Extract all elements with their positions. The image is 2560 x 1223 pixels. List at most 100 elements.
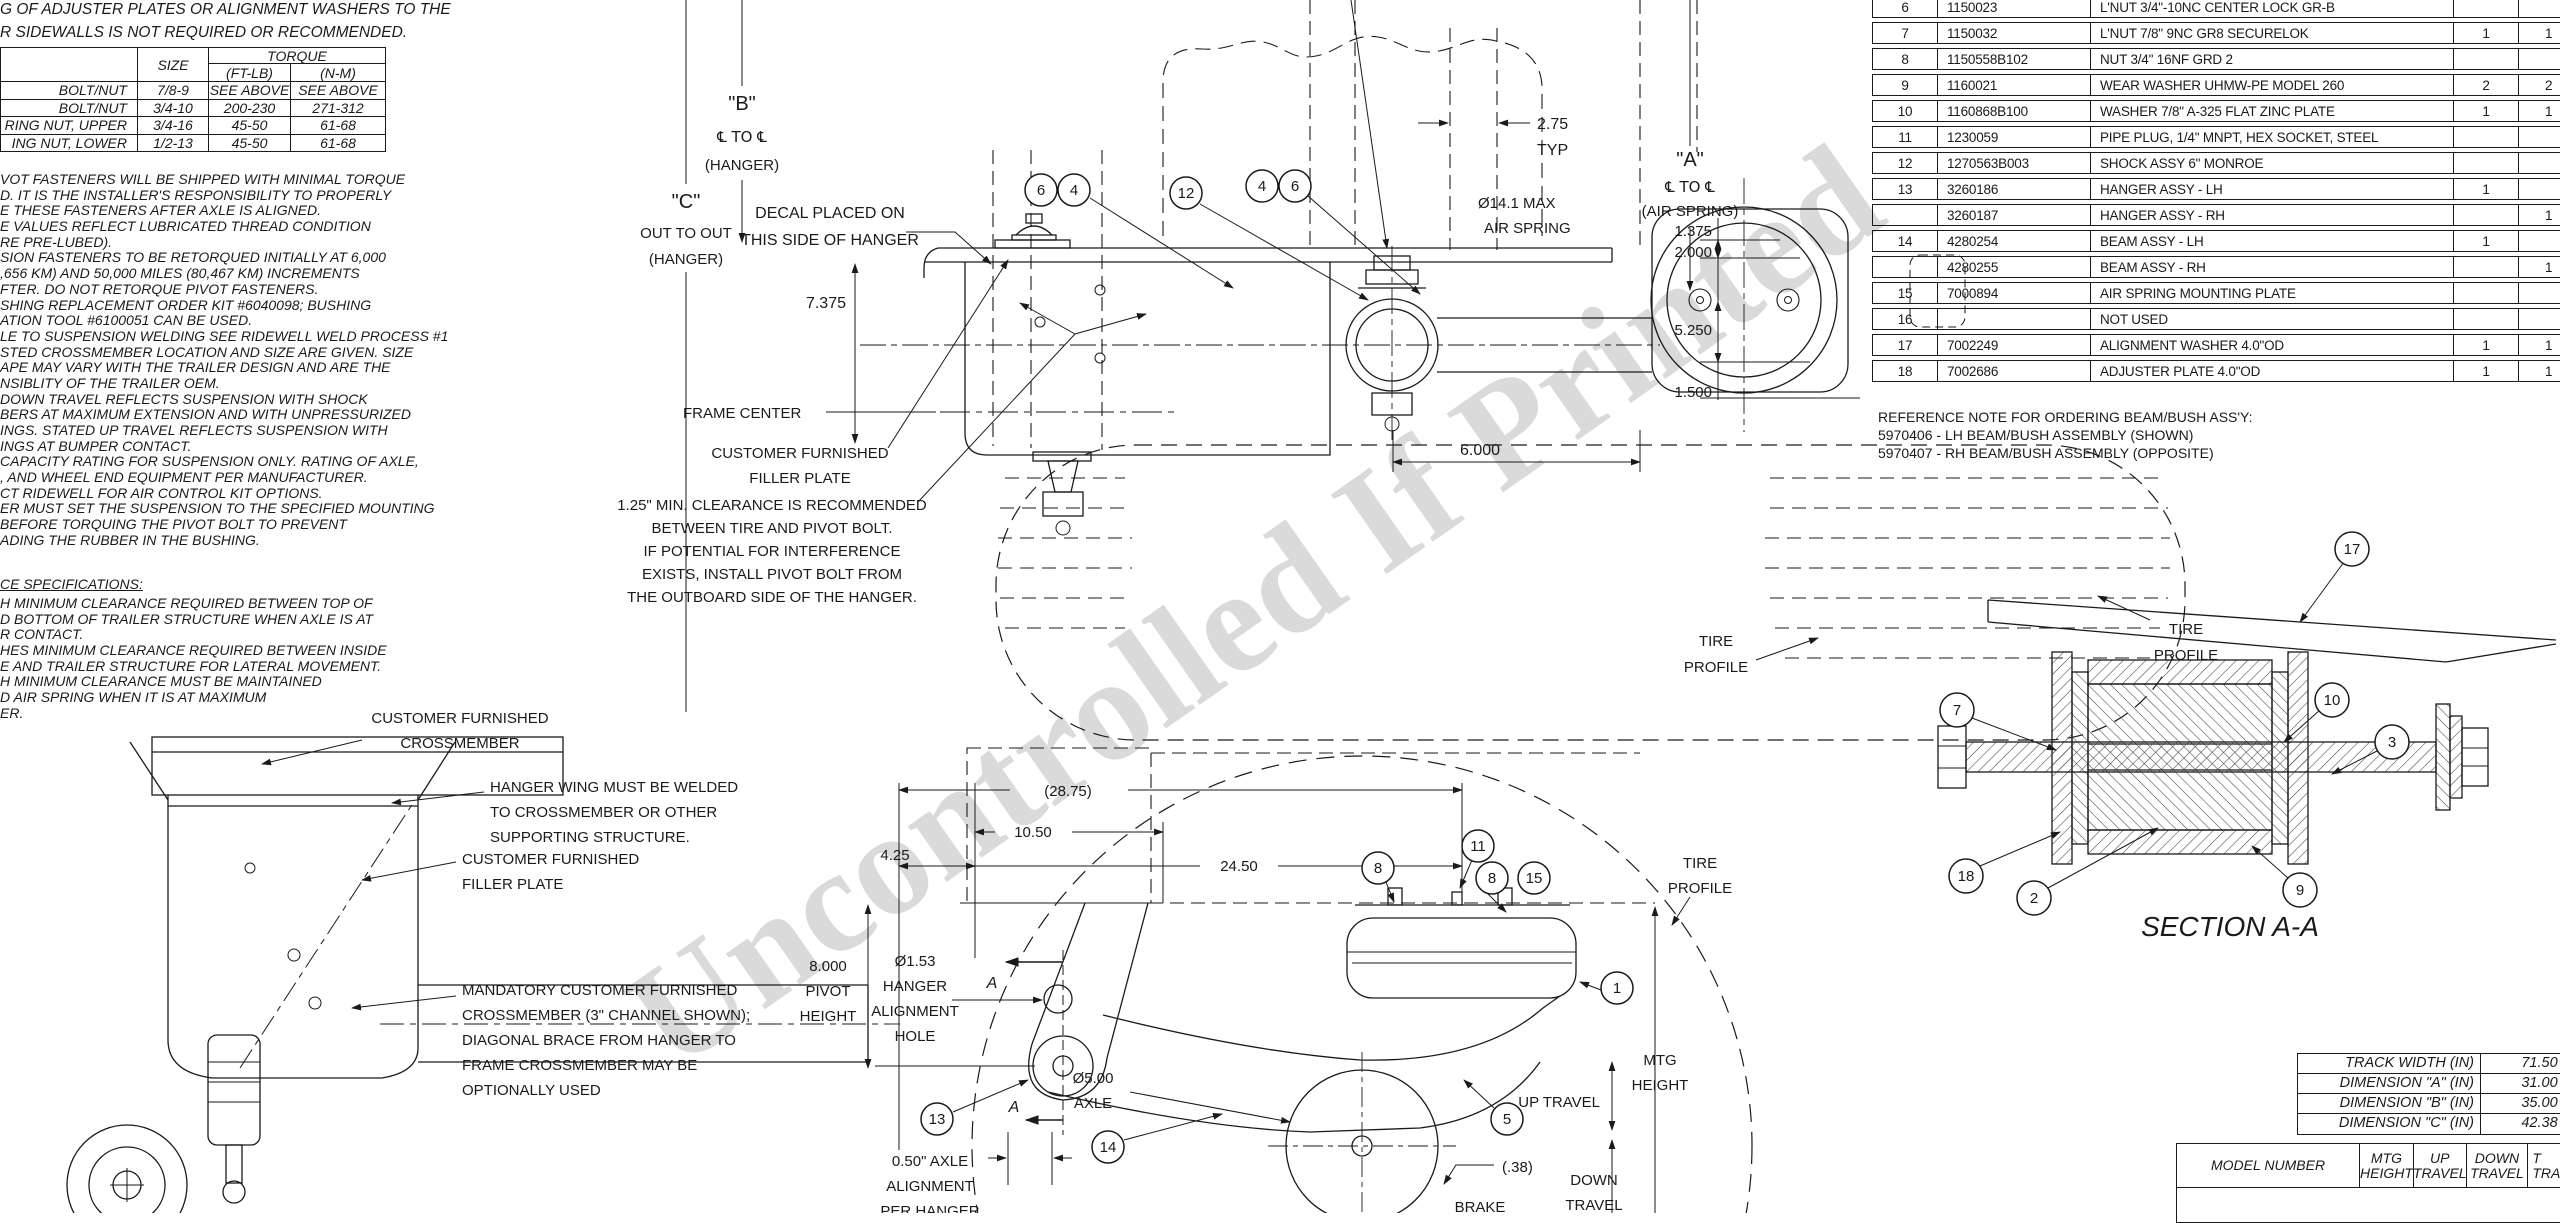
dim-a-cl: ℄ TO ℄	[1664, 178, 1715, 196]
parts-item: 8	[1873, 49, 1938, 69]
parts-qty-lh	[2454, 257, 2519, 277]
hanger-wing-note-l1: HANGER WING MUST BE WELDED	[490, 779, 738, 796]
parts-number: 1150032	[1938, 23, 2091, 43]
mtg-height-l1: MTG	[1643, 1052, 1676, 1069]
torque-item: ING NUT, LOWER	[1, 133, 138, 151]
front-filler-l2: FILLER PLATE	[462, 876, 563, 893]
torque-header-torque: TORQUE	[209, 48, 385, 64]
parts-description: ALIGNMENT WASHER 4.0"OD	[2091, 335, 2454, 355]
svg-text:1: 1	[1613, 980, 1621, 997]
torque-size: 3/4-16	[138, 116, 209, 134]
parts-qty-lh: 1	[2454, 361, 2519, 381]
parts-table-row: 16 NOT USED	[1872, 308, 2560, 330]
parts-item: 7	[1873, 23, 1938, 43]
parts-number: 1230059	[1938, 127, 2091, 147]
filler-plate-l1: CUSTOMER FURNISHED	[711, 445, 888, 462]
dimension-label: DIMENSION "C" (IN)	[2298, 1114, 2481, 1134]
note-line: DOWN TRAVEL REFLECTS SUSPENSION WITH SHO…	[0, 390, 368, 407]
parts-item: 16	[1873, 309, 1938, 329]
header-note-line2: R SIDEWALLS IS NOT REQUIRED OR RECOMMEND…	[0, 24, 408, 41]
balloon-8b: 8	[1475, 861, 1509, 895]
section-aa-balloons: 17 7 10 3 18 2 9	[1939, 531, 2410, 916]
parts-number: 4280254	[1938, 231, 2091, 251]
front-filler-l1: CUSTOMER FURNISHED	[462, 851, 639, 868]
reference-note-l2: 5970406 - LH BEAM/BUSH ASSEMBLY (SHOWN)	[1878, 427, 2194, 443]
hanger-wing-note-l3: SUPPORTING STRUCTURE.	[490, 829, 690, 846]
note-line: STED CROSSMEMBER LOCATION AND SIZE ARE G…	[0, 343, 414, 360]
mandatory-note-l2: CROSSMEMBER (3" CHANNEL SHOWN);	[462, 1007, 750, 1024]
clearance-specs-heading: CE SPECIFICATIONS:	[0, 576, 143, 592]
svg-text:4: 4	[1070, 182, 1078, 199]
axle-dia-l2: AXLE	[1074, 1095, 1112, 1112]
pivot-height-l3: HEIGHT	[800, 1008, 857, 1025]
down-travel-l2: TRAVEL	[1565, 1197, 1622, 1213]
torque-item: BOLT/NUT	[1, 81, 138, 99]
dimension-value: 31.00	[2521, 1075, 2558, 1091]
clearance-note-l2: BETWEEN TIRE AND PIVOT BOLT.	[652, 520, 893, 537]
svg-text:3: 3	[2388, 734, 2396, 751]
torque-item: BOLT/NUT	[1, 98, 138, 116]
svg-text:10: 10	[2324, 692, 2341, 709]
dimension-table-row: TRACK WIDTH (IN)71.50	[2298, 1054, 2560, 1074]
parts-qty-rh	[2519, 309, 2560, 329]
dim-2875: (28.75)	[1044, 783, 1092, 800]
svg-text:14: 14	[1100, 1139, 1117, 1156]
align-hole-l4: HOLE	[895, 1028, 936, 1045]
mandatory-note-l1: MANDATORY CUSTOMER FURNISHED	[462, 982, 737, 999]
dim-1500: 1.500	[1674, 384, 1712, 401]
parts-item: 14	[1873, 231, 1938, 251]
parts-item: 17	[1873, 335, 1938, 355]
parts-description: HANGER ASSY - LH	[2091, 179, 2454, 199]
svg-text:18: 18	[1958, 868, 1975, 885]
clearance-note-l4: EXISTS, INSTALL PIVOT BOLT FROM	[642, 566, 902, 583]
parts-qty-rh: 1	[2545, 25, 2553, 41]
dimension-table-row: DIMENSION "B" (IN)35.00	[2298, 1094, 2560, 1114]
balloon-6: 6	[1024, 173, 1058, 207]
dim-275: 2.75	[1537, 116, 1568, 133]
model-table-col-total: TTRAVEL	[2532, 1149, 2560, 1181]
torque-size: 1/2-13	[138, 133, 209, 151]
balloon-2: 2	[2016, 880, 2052, 916]
parts-description: NOT USED	[2091, 309, 2454, 329]
front-view-drawing: CUSTOMER FURNISHED CROSSMEMBER HANGER WI…	[66, 710, 900, 1213]
note-line: LE TO SUSPENSION WELDING SEE RIDEWELL WE…	[0, 327, 449, 344]
parts-qty-rh: 1	[2545, 363, 2553, 379]
parts-number	[1938, 309, 2091, 329]
parts-description: NUT 3/4" 16NF GRD 2	[2091, 49, 2454, 69]
mandatory-note-l4: FRAME CROSSMEMBER MAY BE	[462, 1057, 697, 1074]
dim-a-label: "A"	[1676, 149, 1704, 171]
note-line: RE PRE-LUBED).	[0, 233, 113, 250]
dim-a-sub: (AIR SPRING)	[1642, 203, 1739, 220]
note-line: BERS AT MAXIMUM EXTENSION AND WITH UNPRE…	[0, 406, 411, 423]
parts-number: 7002686	[1938, 361, 2091, 381]
balloon-7: 7	[1939, 692, 1975, 728]
parts-number: 1150558B102	[1938, 49, 2091, 69]
section-marker-a-bottom: A	[1008, 1099, 1020, 1116]
svg-text:12: 12	[1178, 185, 1195, 202]
parts-number: 3260187	[1938, 205, 2091, 225]
top-view-balloons: 6 4 12 4 6	[1024, 169, 1312, 210]
parts-description: BEAM ASSY - LH	[2091, 231, 2454, 251]
side-tire-l2: PROFILE	[1668, 880, 1732, 897]
clearance-note-line: D AIR SPRING WHEN IT IS AT MAXIMUM	[0, 689, 267, 706]
balloon-18: 18	[1948, 858, 1984, 894]
parts-number: 3260186	[1938, 179, 2091, 199]
svg-text:6: 6	[1291, 178, 1299, 195]
note-line: INGS AT BUMPER CONTACT.	[0, 437, 192, 454]
parts-item	[1873, 205, 1938, 225]
svg-text:5: 5	[1503, 1111, 1511, 1128]
parts-item: 12	[1873, 153, 1938, 173]
balloon-15: 15	[1517, 861, 1551, 895]
balloon-4b: 4	[1245, 169, 1279, 203]
parts-qty-rh: 1	[2545, 259, 2553, 275]
